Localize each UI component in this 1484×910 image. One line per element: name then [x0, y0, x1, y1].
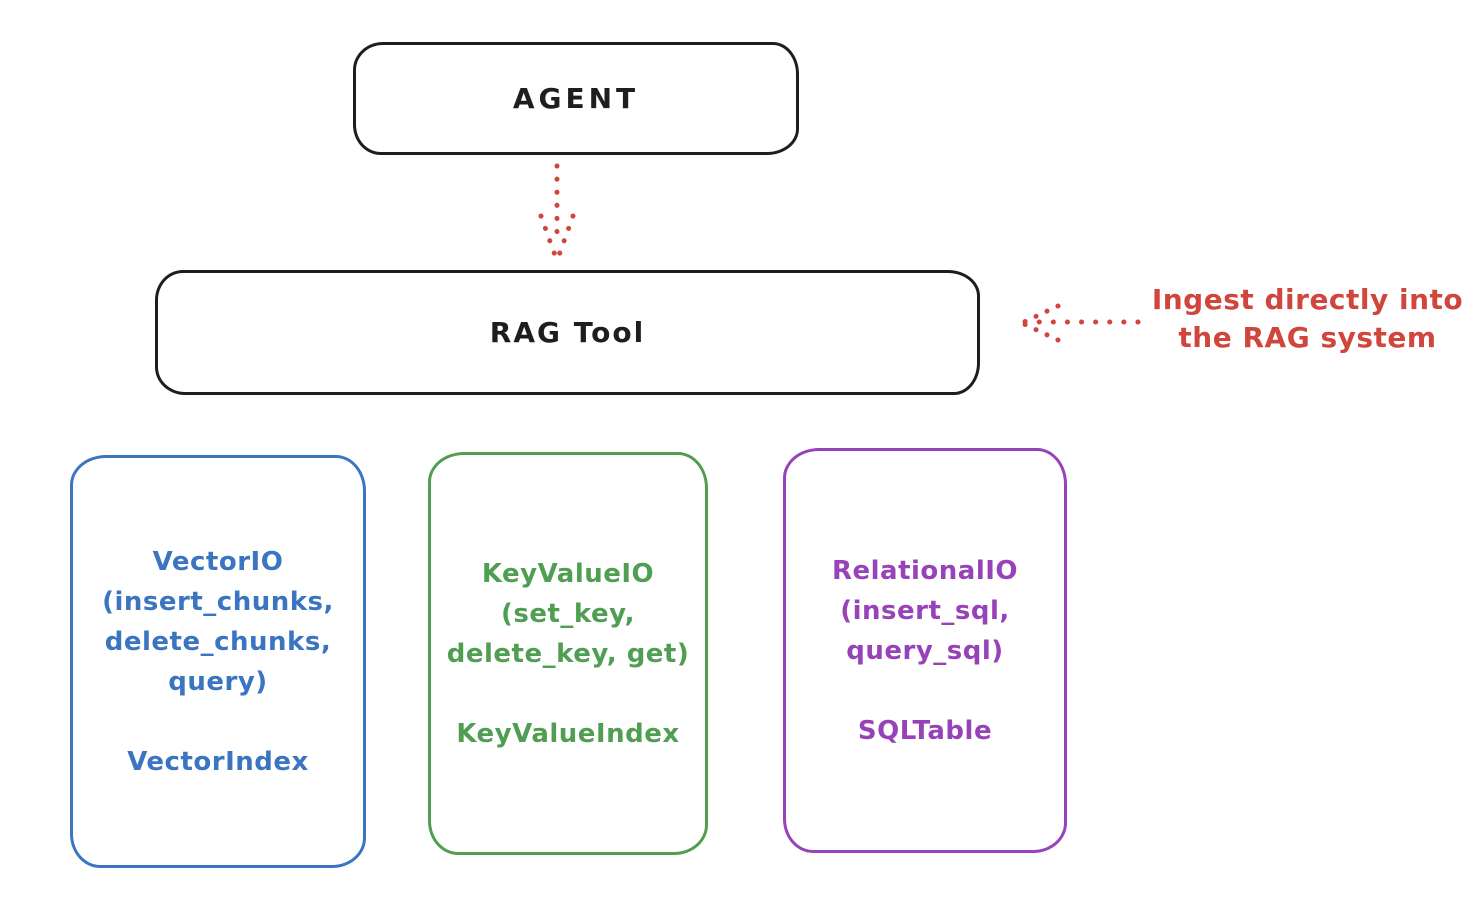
agent-node: AGENT — [353, 42, 799, 155]
agent-label: AGENT — [512, 82, 640, 115]
arrowhead-lower-stroke — [1021, 321, 1061, 343]
ingest-annotation-line2: the RAG system — [1178, 321, 1437, 354]
keyvalue-index-label: KeyValueIndex — [456, 718, 680, 749]
vector-io-node: VectorIO (insert_chunks, delete_chunks, … — [70, 455, 366, 868]
vector-io-methods-line: delete_chunks, — [104, 626, 332, 657]
ingest-annotation: Ingest directly into the RAG system — [1135, 281, 1480, 357]
arrowhead-right-stroke — [555, 213, 576, 261]
keyvalue-io-methods-line: (set_key, — [501, 598, 635, 629]
relational-io-methods-line: (insert_sql, — [840, 595, 1010, 626]
rag-tool-node: RAG Tool — [155, 270, 980, 395]
vector-io-title: VectorIO — [152, 546, 284, 577]
arrowhead-left-stroke — [538, 213, 559, 261]
vector-io-methods-line: (insert_chunks, — [102, 586, 334, 617]
keyvalue-io-methods-line: delete_key, get) — [446, 638, 690, 669]
vector-io-methods-line: query) — [168, 666, 268, 697]
keyvalue-io-node: KeyValueIO (set_key, delete_key, get) Ke… — [428, 452, 708, 855]
ingest-annotation-line1: Ingest directly into — [1151, 283, 1464, 316]
sql-table-label: SQLTable — [857, 715, 993, 746]
agent-to-ragtool-arrow-icon — [538, 163, 576, 261]
keyvalue-io-title: KeyValueIO — [481, 558, 655, 589]
relational-io-title: RelationalIO — [831, 555, 1019, 586]
vector-index-label: VectorIndex — [127, 746, 309, 777]
relational-io-node: RelationalIO (insert_sql, query_sql) SQL… — [783, 448, 1067, 853]
relational-io-methods-line: query_sql) — [846, 635, 1004, 666]
ingest-arrow-icon — [1021, 303, 1141, 343]
rag-tool-label: RAG Tool — [489, 316, 646, 349]
